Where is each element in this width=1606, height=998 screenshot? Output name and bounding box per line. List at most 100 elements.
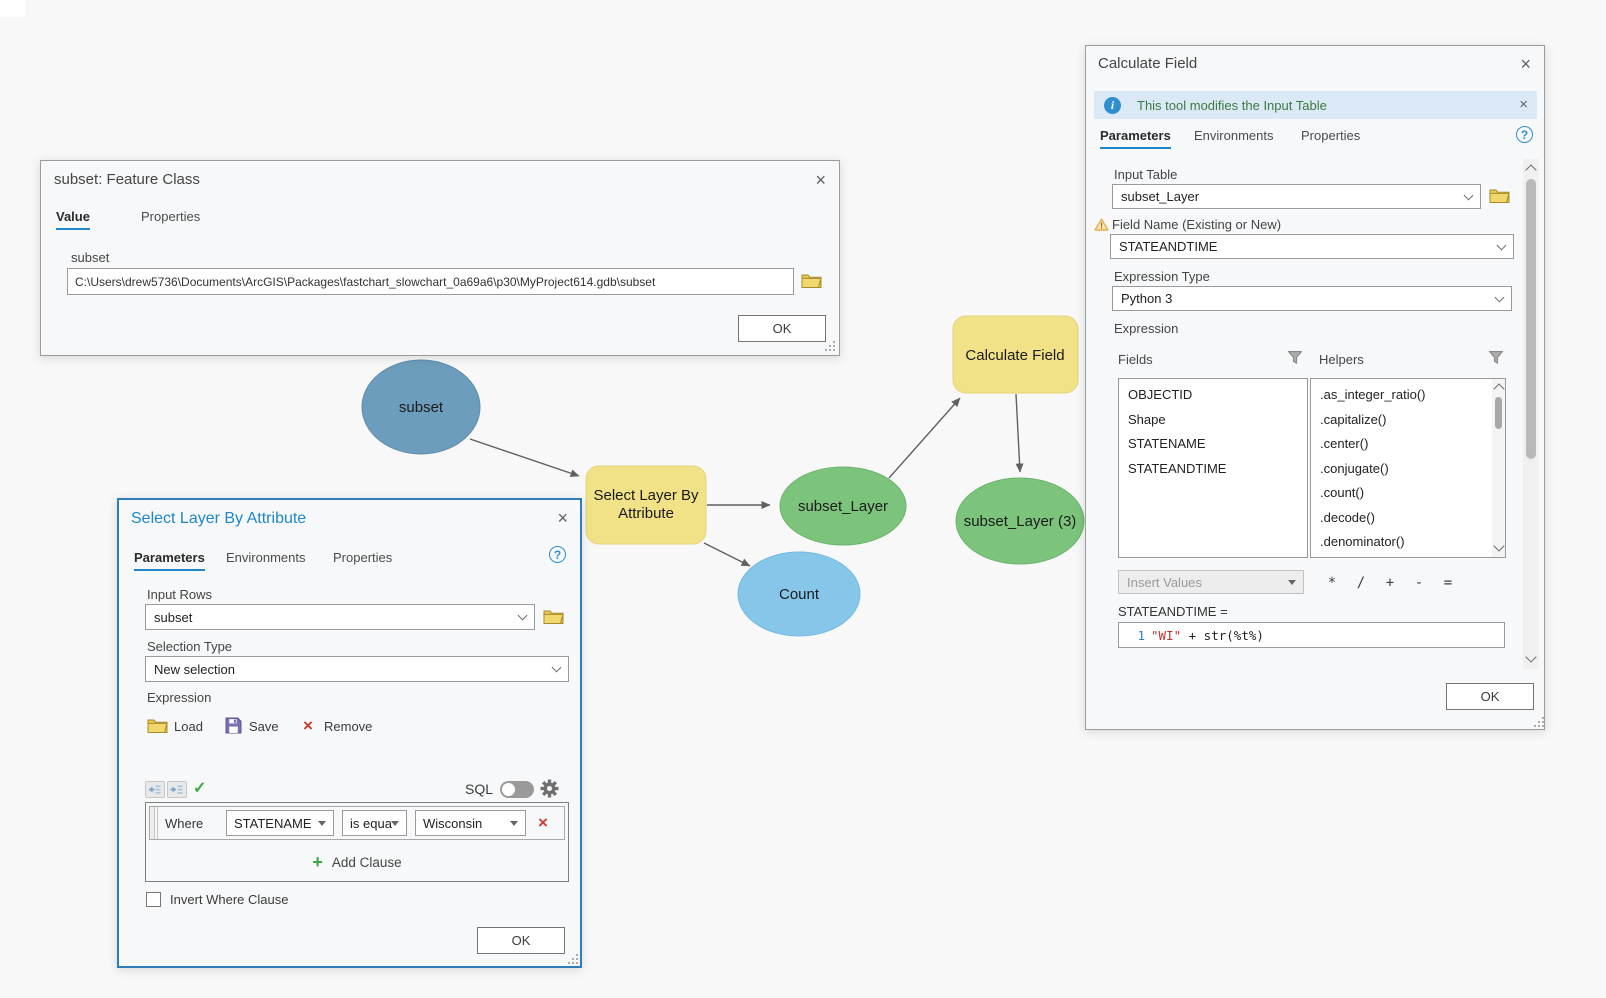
banner-close-icon[interactable]: × xyxy=(1519,96,1528,113)
operator-add-button[interactable]: + xyxy=(1385,575,1395,591)
verify-expression-icon[interactable]: ✓ xyxy=(193,780,207,797)
operator-divide-button[interactable]: / xyxy=(1356,575,1366,591)
operator-equals-button[interactable]: = xyxy=(1443,575,1453,591)
scroll-up-icon[interactable] xyxy=(1525,164,1537,176)
model-node-count[interactable]: Count xyxy=(737,551,861,637)
field-name-warning: ! xyxy=(1094,218,1109,231)
browse-folder-button[interactable] xyxy=(801,272,822,289)
expression-type-combo[interactable]: Python 3 xyxy=(1112,286,1512,311)
tab-environments[interactable]: Environments xyxy=(226,550,306,565)
close-icon[interactable]: × xyxy=(1520,54,1531,74)
invert-where-clause-label: Invert Where Clause xyxy=(170,892,289,907)
expression-label: Expression xyxy=(1114,321,1179,336)
info-icon: i xyxy=(1104,96,1121,114)
ok-button[interactable]: OK xyxy=(477,927,565,954)
model-node-calculate-field[interactable]: Calculate Field xyxy=(952,315,1079,394)
load-label[interactable]: Load xyxy=(174,719,203,734)
indent-clause-button[interactable] xyxy=(167,781,187,798)
tab-environments[interactable]: Environments xyxy=(1194,128,1274,143)
model-node-subset-layer[interactable]: subset_Layer xyxy=(779,466,907,546)
model-node-subset[interactable]: subset xyxy=(361,359,481,455)
field-name-combo[interactable]: STATEANDTIME xyxy=(1110,234,1514,259)
operator-subtract-button[interactable]: - xyxy=(1414,575,1424,591)
subset-path-input[interactable]: C:\Users\drew5736\Documents\ArcGIS\Packa… xyxy=(67,268,794,295)
scroll-up-icon[interactable] xyxy=(1493,383,1505,395)
where-label: Where xyxy=(165,816,204,831)
add-clause-button[interactable]: + Add Clause xyxy=(146,847,568,877)
helper-item[interactable]: .denominator() xyxy=(1320,534,1405,549)
browse-folder-button[interactable] xyxy=(543,608,564,625)
ok-button[interactable]: OK xyxy=(1446,683,1534,710)
expression-clause-box: Where STATENAME is equa Wisconsin × + Ad… xyxy=(145,802,569,882)
field-item[interactable]: Shape xyxy=(1128,411,1166,427)
load-expression-button[interactable] xyxy=(147,717,168,734)
helper-item[interactable]: .decode() xyxy=(1320,509,1375,525)
resize-grip[interactable] xyxy=(568,954,570,956)
tab-parameters[interactable]: Parameters xyxy=(1100,128,1171,149)
tab-properties[interactable]: Properties xyxy=(1301,128,1361,143)
helpers-filter-button[interactable] xyxy=(1489,351,1503,364)
selection-type-combo[interactable]: New selection xyxy=(145,656,569,682)
dropdown-arrow-icon xyxy=(318,821,326,826)
chevron-down-icon xyxy=(1496,240,1507,250)
browse-folder-button[interactable] xyxy=(1489,187,1510,204)
delete-clause-button[interactable]: × xyxy=(538,813,548,832)
model-node-select-layer-by-attribute[interactable]: Select Layer By Attribute xyxy=(585,465,707,545)
save-expression-button[interactable] xyxy=(225,717,242,734)
dialog-title: Select Layer By Attribute xyxy=(131,510,307,527)
invert-where-clause-checkbox[interactable] xyxy=(146,892,161,907)
node-subset-layer-3-label: subset_Layer (3) xyxy=(964,513,1077,530)
tab-properties[interactable]: Properties xyxy=(333,550,393,565)
ok-button[interactable]: OK xyxy=(738,315,826,342)
tab-parameters[interactable]: Parameters xyxy=(134,550,205,571)
helpers-scrollbar[interactable] xyxy=(1492,379,1505,557)
connector-subset-layer-to-calculate xyxy=(888,397,961,479)
close-icon[interactable]: × xyxy=(815,170,826,190)
helper-item[interactable]: .capitalize() xyxy=(1320,411,1387,427)
field-name-label: Field Name (Existing or New) xyxy=(1112,217,1282,232)
model-node-subset-layer-3[interactable]: subset_Layer (3) xyxy=(955,477,1085,565)
sql-toggle[interactable] xyxy=(500,781,534,798)
field-item[interactable]: STATENAME xyxy=(1128,436,1206,451)
helper-item[interactable]: .conjugate() xyxy=(1320,460,1389,476)
outdent-clause-button[interactable] xyxy=(145,781,165,798)
fields-list: OBJECTID Shape STATENAME STATEANDTIME xyxy=(1118,378,1308,558)
helper-item[interactable]: .center() xyxy=(1320,436,1369,451)
clause-drag-handle[interactable] xyxy=(150,807,158,839)
remove-expression-button[interactable]: × xyxy=(303,716,313,735)
expression-code-editor[interactable]: 1 "WI" + str(%t%) xyxy=(1118,622,1505,648)
input-table-combo[interactable]: subset_Layer xyxy=(1112,184,1481,209)
chevron-down-icon xyxy=(1494,292,1505,302)
helper-item[interactable]: .as_integer_ratio() xyxy=(1320,387,1426,402)
fields-filter-button[interactable] xyxy=(1288,351,1302,364)
calculate-field-dialog: Calculate Field × i This tool modifies t… xyxy=(1085,45,1545,730)
clause-operator-dropdown[interactable]: is equa xyxy=(342,810,407,836)
resize-grip[interactable] xyxy=(1534,717,1536,719)
node-select-label-line1: Select Layer By xyxy=(593,487,699,504)
close-icon[interactable]: × xyxy=(557,508,568,528)
field-name-value: STATEANDTIME xyxy=(1119,239,1218,254)
clause-value-dropdown[interactable]: Wisconsin xyxy=(415,810,526,836)
assignment-label: STATEANDTIME = xyxy=(1118,604,1228,619)
scrollbar-thumb[interactable] xyxy=(1526,179,1536,459)
resize-grip[interactable] xyxy=(825,341,827,343)
selection-type-value: New selection xyxy=(154,661,235,677)
tab-properties[interactable]: Properties xyxy=(141,209,201,224)
scroll-down-icon[interactable] xyxy=(1493,540,1505,552)
save-label[interactable]: Save xyxy=(249,719,279,734)
tab-value[interactable]: Value xyxy=(56,209,90,230)
help-icon[interactable]: ? xyxy=(1516,126,1533,143)
remove-label[interactable]: Remove xyxy=(324,719,373,734)
operator-multiply-button[interactable]: * xyxy=(1327,575,1337,591)
expression-options-button[interactable] xyxy=(540,779,559,798)
field-item[interactable]: OBJECTID xyxy=(1128,387,1193,402)
help-icon[interactable]: ? xyxy=(549,546,566,563)
scroll-down-icon[interactable] xyxy=(1525,651,1537,663)
dialog-scrollbar[interactable] xyxy=(1523,159,1539,669)
scrollbar-thumb[interactable] xyxy=(1495,397,1502,429)
where-clause-row: Where STATENAME is equa Wisconsin × xyxy=(149,806,565,840)
helper-item[interactable]: .count() xyxy=(1320,485,1365,500)
input-rows-combo[interactable]: subset xyxy=(145,604,535,630)
field-item[interactable]: STATEANDTIME xyxy=(1128,460,1227,476)
clause-field-dropdown[interactable]: STATENAME xyxy=(226,810,334,836)
